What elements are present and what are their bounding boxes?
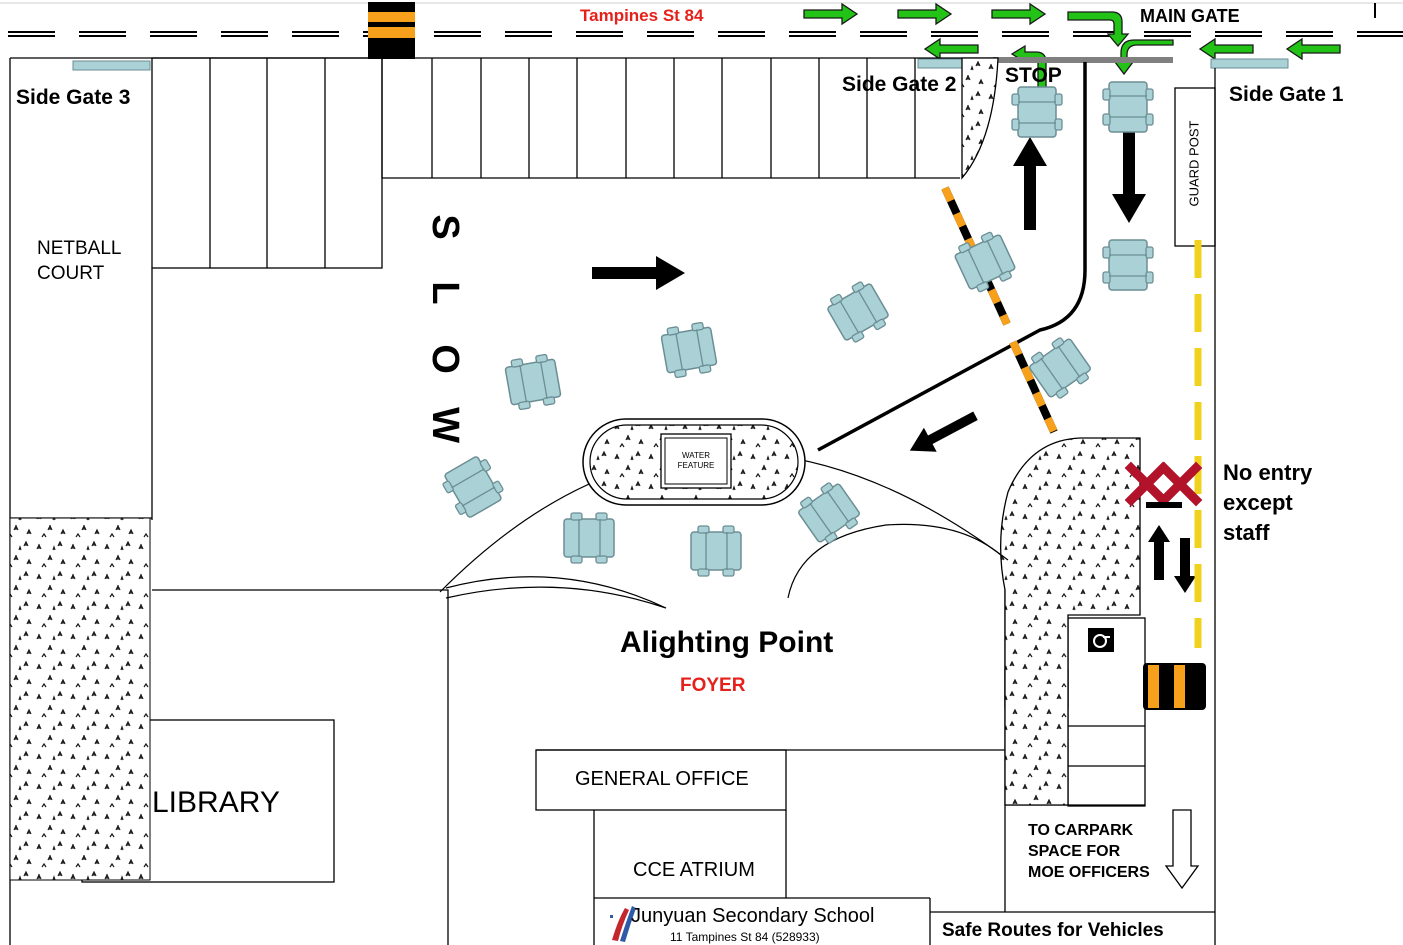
no-entry-line-1: No entry xyxy=(1223,460,1313,485)
school-name: Junyuan Secondary School xyxy=(631,905,875,927)
driveway-divider xyxy=(817,62,1087,452)
carpark-arrow-icon xyxy=(1164,809,1200,890)
no-entry-line-3: staff xyxy=(1223,520,1270,545)
car-icon xyxy=(563,512,615,564)
slow-letter-l: L xyxy=(424,281,466,305)
water-feature-label: WATER FEATURE xyxy=(666,451,726,471)
road-markings xyxy=(0,2,1403,37)
disabled-parking-icon xyxy=(1088,628,1114,652)
grass-areas xyxy=(9,57,1141,881)
foyer-label: FOYER xyxy=(680,675,746,696)
side-gate-2-label: Side Gate 2 xyxy=(842,73,957,96)
car-icon xyxy=(1102,239,1154,291)
carpark-note-line-2: SPACE FOR xyxy=(1028,843,1121,860)
car-icon xyxy=(1011,86,1063,138)
no-entry-bar xyxy=(1146,502,1182,508)
water-feature-line-1: WATER xyxy=(682,451,710,460)
car-icon xyxy=(438,452,508,522)
library-label: LIBRARY xyxy=(152,786,280,819)
carpark-note-line-3: MOE OFFICERS xyxy=(1028,864,1150,881)
general-office-label: GENERAL OFFICE xyxy=(575,768,749,790)
car-icon xyxy=(1102,81,1154,133)
car-icon xyxy=(793,477,865,549)
slow-marking: S L O W xyxy=(412,194,466,458)
slow-letter-s: S xyxy=(424,214,466,240)
carpark-note: TO CARPARK SPACE FOR MOE OFFICERS xyxy=(1028,820,1150,883)
gates xyxy=(72,57,1289,71)
school-address: 11 Tampines St 84 (528933) xyxy=(670,930,820,944)
netball-line-2: COURT xyxy=(37,263,105,284)
car-icon xyxy=(951,228,1019,296)
no-entry-line-2: except xyxy=(1223,490,1293,515)
main-gate-label: MAIN GATE xyxy=(1140,6,1240,26)
alighting-point-label: Alighting Point xyxy=(620,626,834,659)
barriers xyxy=(941,186,1058,434)
carpark-note-line-1: TO CARPARK xyxy=(1028,822,1134,839)
car-icon xyxy=(823,277,893,347)
no-entry-label: No entry except staff xyxy=(1223,458,1312,548)
car-icon xyxy=(659,320,719,380)
road-name: Tampines St 84 xyxy=(580,6,704,25)
netball-court-label: NETBALL COURT xyxy=(37,236,121,286)
cce-atrium-label: CCE ATRIUM xyxy=(633,859,755,881)
school-logo-icon xyxy=(610,906,636,942)
speed-hump xyxy=(1143,663,1206,710)
slow-letter-w: W xyxy=(424,407,466,443)
slow-letter-o: O xyxy=(424,344,466,374)
road-crossing xyxy=(368,2,415,59)
no-entry-x-icon xyxy=(1124,461,1203,507)
side-gate-3-label: Side Gate 3 xyxy=(16,86,131,109)
water-feature-line-2: FEATURE xyxy=(677,461,715,470)
legend-title: Safe Routes for Vehicles xyxy=(942,920,1164,941)
car-icon xyxy=(503,352,563,412)
stop-label: STOP xyxy=(1005,64,1062,87)
side-gate-1-label: Side Gate 1 xyxy=(1229,83,1344,106)
direction-arrows xyxy=(592,130,1196,593)
netball-line-1: NETBALL xyxy=(37,238,122,259)
car-icon xyxy=(690,525,742,577)
guard-post-label: GUARD POST xyxy=(1186,120,1202,207)
water-feature-island xyxy=(582,418,806,506)
